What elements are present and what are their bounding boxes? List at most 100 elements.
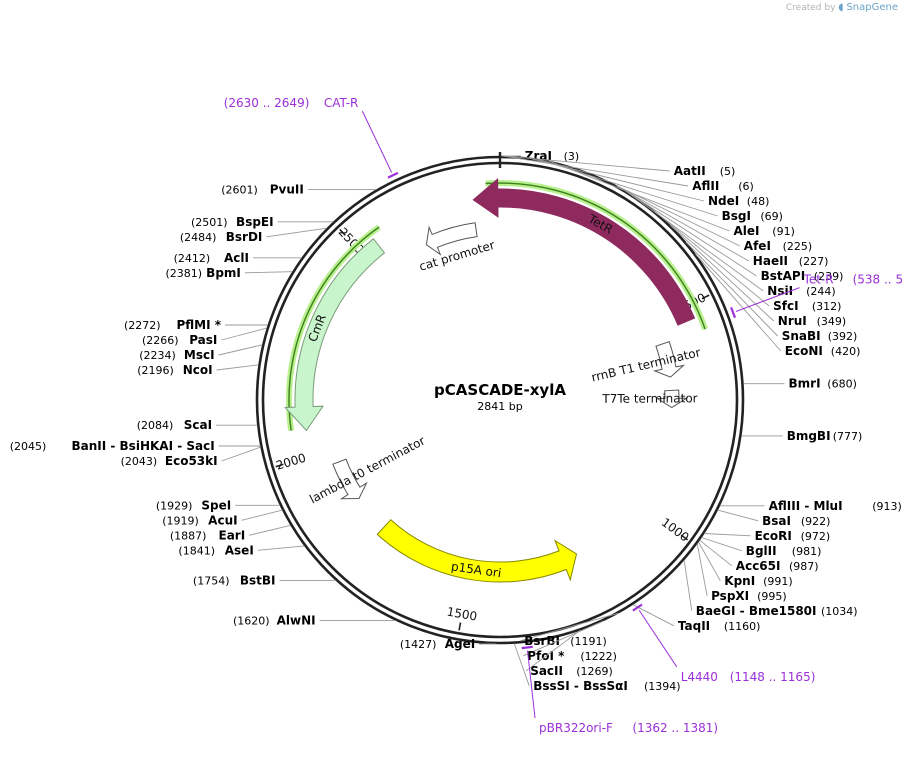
site-name: EcoRI — [755, 529, 792, 543]
restriction-site[interactable]: BglII(981) — [746, 544, 822, 558]
primer-marker[interactable] — [632, 603, 643, 612]
restriction-site[interactable]: NdeI(48) — [708, 194, 769, 208]
restriction-site[interactable]: BaeGI - Bme1580I(1034) — [696, 604, 858, 618]
restriction-site[interactable]: NcoI (2196) — [137, 363, 212, 377]
site-name: SacII — [530, 664, 563, 678]
site-position: (1222) — [580, 650, 617, 663]
feature-rrnb-t1-terminator-arrow[interactable] — [652, 340, 686, 378]
restriction-site[interactable]: SpeI(1929) — [156, 498, 231, 512]
restriction-site[interactable]: BspEI(2501) — [191, 215, 274, 229]
site-name: BglII — [746, 544, 777, 558]
site-name: SfcI — [773, 299, 798, 313]
feature-cmr-arrow[interactable] — [284, 238, 386, 432]
restriction-site[interactable]: AcuI(1919) — [162, 513, 237, 527]
restriction-site[interactable]: EcoRI(972) — [755, 529, 831, 543]
site-connector — [622, 188, 757, 277]
site-position: (922) — [801, 515, 831, 528]
restriction-site[interactable]: AflII(6) — [692, 179, 754, 193]
restriction-site[interactable]: BpmI(2381) — [166, 266, 241, 280]
restriction-site[interactable]: BssSI - BssSαI(1394) — [533, 679, 680, 693]
restriction-site[interactable]: BmgBI(777) — [787, 429, 863, 443]
primer-marker[interactable] — [387, 171, 399, 179]
restriction-site[interactable]: PspXI(995) — [711, 589, 787, 603]
primer-site[interactable]: CAT-R (2630 .. 2649) — [224, 96, 359, 110]
site-name: NcoI — [183, 363, 213, 377]
restriction-site[interactable]: Acc65I(987) — [736, 559, 819, 573]
restriction-site[interactable]: NruI(349) — [778, 314, 846, 328]
primer-marker[interactable] — [730, 307, 737, 319]
restriction-site[interactable]: NsiI(244) — [767, 284, 835, 298]
primer-name: Tet-R — [803, 273, 834, 287]
feature-lambda-t0-terminator-arrow[interactable] — [332, 458, 368, 500]
restriction-site[interactable]: SacII(1269) — [530, 664, 613, 678]
restriction-site[interactable]: BsaI(922) — [762, 514, 830, 528]
restriction-site[interactable]: PasI(2266) — [142, 333, 217, 347]
site-name: TaqII — [678, 619, 710, 633]
site-name: AflII — [692, 179, 719, 193]
primer-range: (538 .. 557) — [853, 273, 904, 287]
primer-name: CAT-R — [324, 96, 359, 110]
restriction-site[interactable]: Eco53kI(2043) — [121, 454, 218, 468]
restriction-site[interactable]: BsrDI(2484) — [180, 230, 263, 244]
site-connector — [625, 190, 764, 292]
primer-site[interactable]: pBR322ori-F(1362 .. 1381) — [539, 721, 718, 735]
restriction-site[interactable]: EcoNI(420) — [785, 344, 861, 358]
site-position: (2196) — [137, 364, 174, 377]
primer-site[interactable]: L4440 (1148 .. 1165) — [681, 670, 816, 684]
primer-range: (1148 .. 1165) — [730, 670, 816, 684]
site-connector — [241, 509, 283, 521]
restriction-site[interactable]: AclI(2412) — [174, 251, 249, 265]
tetr-highlight-line — [485, 182, 706, 330]
restriction-site[interactable]: PvuII(2601) — [221, 183, 304, 197]
feature-t7te-terminator-arrow[interactable] — [655, 389, 689, 409]
site-position: (312) — [812, 300, 842, 313]
restriction-site[interactable]: ScaI(2084) — [137, 418, 212, 432]
restriction-site[interactable]: BstAPI(239) — [761, 269, 844, 283]
primer-marker[interactable] — [521, 645, 533, 650]
restriction-site[interactable]: AlwNI(1620) — [233, 614, 316, 628]
site-name: SpeI — [201, 498, 231, 512]
restriction-site[interactable]: MscI(2234) — [139, 348, 214, 362]
restriction-site[interactable]: BanII - BsiHKAI - SacI(2045) — [10, 439, 215, 453]
restriction-site[interactable]: KpnI(991) — [724, 574, 792, 588]
restriction-site[interactable]: SfcI (312) — [773, 299, 841, 313]
site-position: (1160) — [724, 620, 761, 633]
restriction-site[interactable]: HaeII(227) — [753, 254, 829, 268]
site-position: (1754) — [193, 575, 230, 588]
restriction-site[interactable]: AseI(1841) — [178, 543, 253, 557]
restriction-site[interactable]: AgeI(1427) — [400, 637, 475, 651]
restriction-site[interactable]: BstBI(1754) — [193, 574, 276, 588]
restriction-site[interactable]: PflMI *(2272) — [124, 318, 222, 332]
feature-p15a-ori-arrow[interactable] — [376, 518, 578, 583]
site-position: (2266) — [142, 334, 179, 347]
restriction-site[interactable]: EarI(1887) — [170, 528, 245, 542]
feature-tetr-arrow[interactable] — [472, 178, 696, 326]
site-position: (2412) — [174, 252, 211, 265]
site-position: (2045) — [10, 440, 47, 453]
primer-range: (2630 .. 2649) — [224, 96, 310, 110]
site-connector — [683, 560, 693, 611]
site-name: AfeI — [744, 239, 771, 253]
site-name: BsrDI — [226, 230, 263, 244]
site-name: EarI — [219, 528, 246, 542]
site-position: (987) — [789, 560, 819, 573]
site-position: (991) — [763, 575, 793, 588]
restriction-site[interactable]: AatII(5) — [674, 164, 736, 178]
restriction-site[interactable]: BsgI(69) — [722, 209, 783, 223]
restriction-site[interactable]: AfeI(225) — [744, 239, 812, 253]
primer-site[interactable]: Tet-R (538 .. 557) — [803, 273, 904, 287]
site-position: (420) — [831, 345, 861, 358]
restriction-site[interactable]: AflIII - MluI(913) — [769, 499, 902, 513]
feature-cat-promoter-arrow[interactable] — [425, 222, 478, 256]
primer-name: L4440 — [681, 670, 718, 684]
site-position: (2501) — [191, 216, 228, 229]
restriction-site[interactable]: SnaBI(392) — [782, 329, 858, 343]
snapgene-logo: ◖ — [838, 2, 844, 13]
restriction-site[interactable]: TaqII (1160) — [678, 619, 761, 633]
site-position: (3) — [564, 150, 580, 163]
site-name: NdeI — [708, 194, 739, 208]
restriction-site[interactable]: BsrBI(1191) — [524, 634, 607, 648]
restriction-site[interactable]: BmrI(680) — [789, 377, 857, 391]
restriction-site[interactable]: AleI(91) — [734, 224, 795, 238]
restriction-site[interactable]: PfoI *(1222) — [527, 649, 617, 663]
